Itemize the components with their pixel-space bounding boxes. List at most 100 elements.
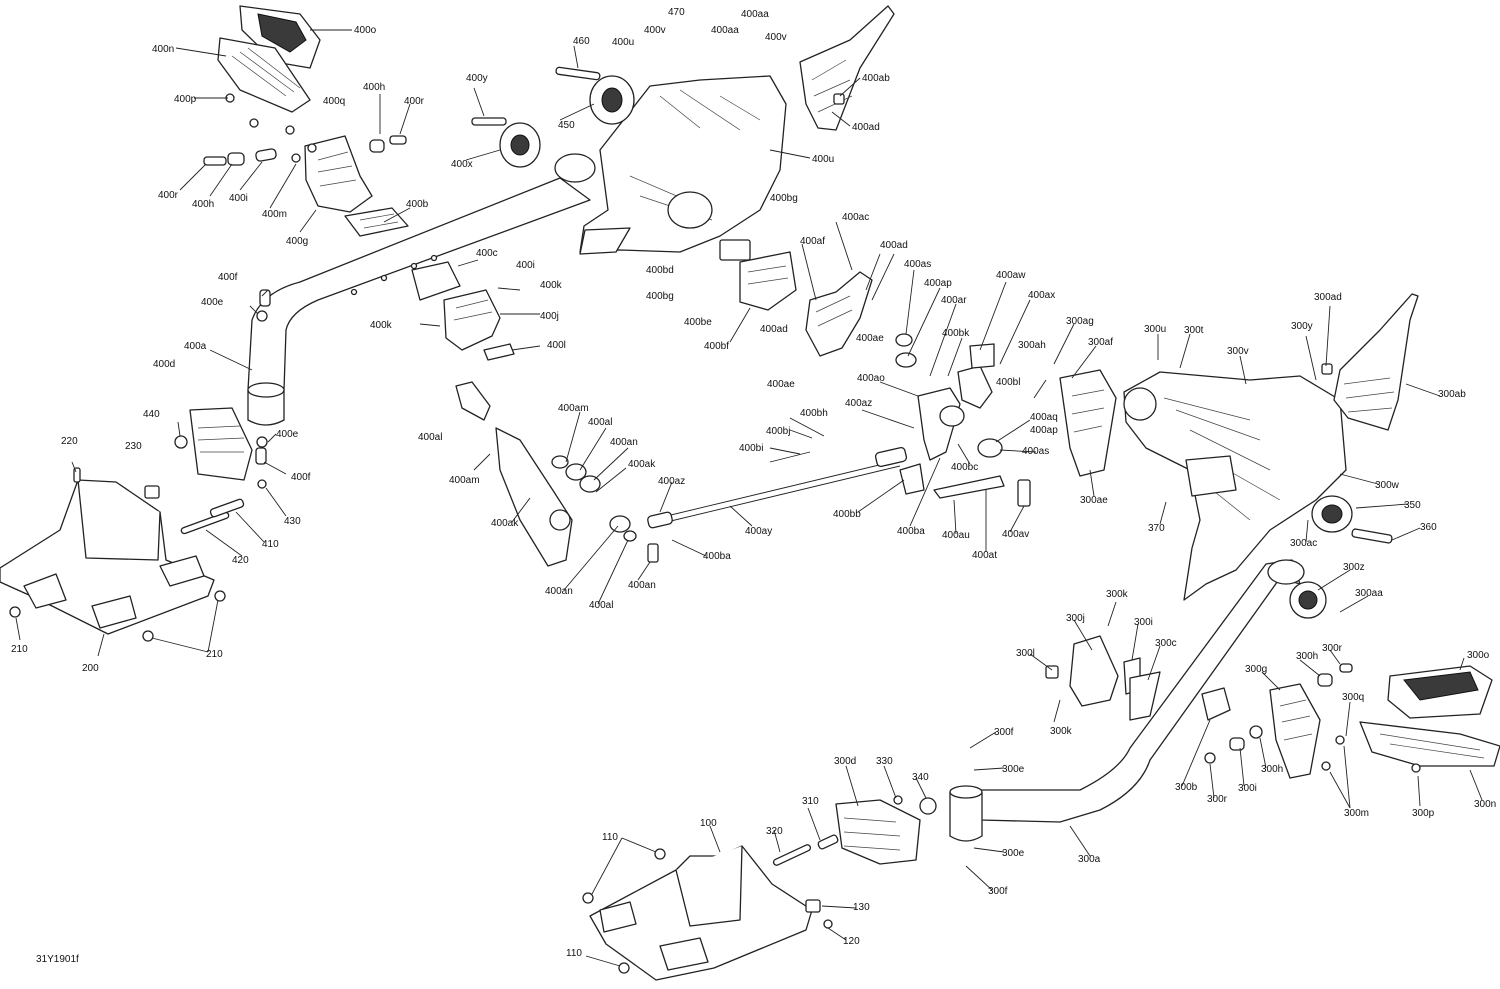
tube-300a [949,559,1327,842]
drawing-id: 31Y1901f [36,954,79,965]
callout: 300l [1016,648,1035,659]
callout: 400ba [703,551,731,562]
callout: 400al [418,432,442,443]
callout: 400bb [833,509,861,520]
callout: 400ar [941,295,967,306]
callout: 360 [1420,522,1437,533]
callout: 300m [1344,808,1369,819]
callout: 300r [1207,794,1228,805]
callout: 100 [700,818,717,829]
upper-bracket-300ab [1321,293,1419,431]
callout: 400al [589,600,613,611]
callout: 400au [942,530,970,541]
bracket-400af [719,239,873,357]
callout: 400i [516,260,535,271]
callout: 400bd [646,265,674,276]
callout: 410 [262,539,279,550]
callout: 400bj [766,426,790,437]
callout: 300ad [1314,292,1342,303]
upper-bracket-400ab [799,5,895,131]
callout: 300b [1175,782,1198,793]
bracket-300ae [1059,369,1117,477]
callout: 340 [912,772,929,783]
callout: 400r [404,96,425,107]
bracket-400ak [455,381,659,567]
callout: 400ad [852,122,880,133]
callout: 300n [1474,799,1496,810]
callout: 300ah [1018,340,1046,351]
leader-lines [15,29,1483,967]
callout: 400d [153,359,175,370]
callout: 400r [158,190,179,201]
callout: 400az [845,398,872,409]
callout: 400f [291,472,311,483]
callout: 400ap [924,278,952,289]
callout: 300h [1261,764,1283,775]
callout: 300f [988,886,1008,897]
rod-400ay [647,446,908,529]
callout: 300u [1144,324,1166,335]
tube-400a [247,153,596,426]
callout: 400az [658,476,685,487]
callout: 470 [668,7,685,18]
callout: 120 [843,936,860,947]
housing-300v [1123,371,1393,601]
callout: 440 [143,409,160,420]
callout: 210 [206,649,223,660]
footpeg-300-assembly [1204,663,1500,779]
callout: 300v [1227,346,1249,357]
footpeg-400-assembly [217,5,321,113]
callout: 320 [766,826,783,837]
callout: 220 [61,436,78,447]
clamp-400c-400j [411,261,515,361]
callout: 400am [449,475,480,486]
callout: 400av [1002,529,1029,540]
callout: 400i [229,193,248,204]
callout: 400aa [711,25,739,36]
callout: 400bi [739,443,763,454]
callout: 400x [451,159,473,170]
callout: 300w [1375,480,1400,491]
callout: 300o [1467,650,1490,661]
callout: 400b [406,199,429,210]
callout: 400q [323,96,345,107]
callout: 300aa [1355,588,1383,599]
linkage-400at [895,333,1031,507]
callout: 400n [152,44,174,55]
callout: 300d [834,756,856,767]
callout: 400y [466,73,488,84]
callout: 400p [174,94,197,105]
callout: 400ay [745,526,772,537]
callout: 300t [1184,325,1204,336]
callout: 400bg [646,291,674,302]
callout: 400ao [857,373,885,384]
callout: 400aw [996,270,1026,281]
callout: 300ag [1066,316,1094,327]
callout: 300f [994,727,1014,738]
callout: 400bk [942,328,970,339]
small-hardware-400 [203,93,407,166]
callout: 110 [566,948,582,959]
callout: 400l [547,340,566,351]
callout: 400am [558,403,589,414]
callout: 400an [610,437,638,448]
callout: 400j [540,311,559,322]
callout: 300c [1155,638,1177,649]
callout: 420 [232,555,249,566]
housing-400u [471,66,787,255]
callout: 300i [1134,617,1153,628]
callout: 400c [476,248,498,259]
callout: 300g [1245,664,1267,675]
callout: 400m [262,209,287,220]
callout: 400as [904,259,931,270]
callout: 400ad [760,324,788,335]
callout: 200 [82,663,99,674]
callout: 400as [1022,446,1049,457]
callout: 400k [370,320,393,331]
callout: 400v [765,32,787,43]
callout: 400h [192,199,214,210]
callout: 330 [876,756,893,767]
callout: 300a [1078,854,1101,865]
callout: 300z [1343,562,1365,573]
